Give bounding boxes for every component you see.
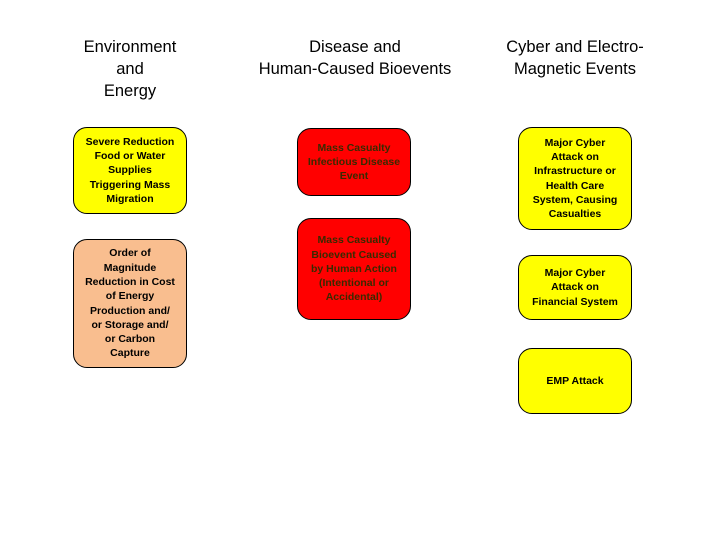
- column-title-cyber-emp: Cyber and Electro- Magnetic Events: [506, 38, 644, 78]
- column-title-disease-bioevents: Disease and Human-Caused Bioevents: [258, 38, 452, 78]
- box-emp-attack: EMP Attack: [518, 348, 632, 414]
- box-energy-cost-reduction: Order of Magnitude Reduction in Cost of …: [73, 239, 187, 368]
- box-food-water-reduction: Severe Reduction Food or Water Supplies …: [73, 127, 187, 214]
- box-human-caused-bioevent: Mass Casualty Bioevent Caused by Human A…: [297, 218, 411, 320]
- column-title-environment-energy: Environment and Energy: [83, 38, 177, 100]
- box-infectious-disease-event: Mass Casualty Infectious Disease Event: [297, 128, 411, 196]
- box-cyber-attack-financial: Major Cyber Attack on Financial System: [518, 255, 632, 320]
- box-cyber-attack-infrastructure: Major Cyber Attack on Infrastructure or …: [518, 127, 632, 230]
